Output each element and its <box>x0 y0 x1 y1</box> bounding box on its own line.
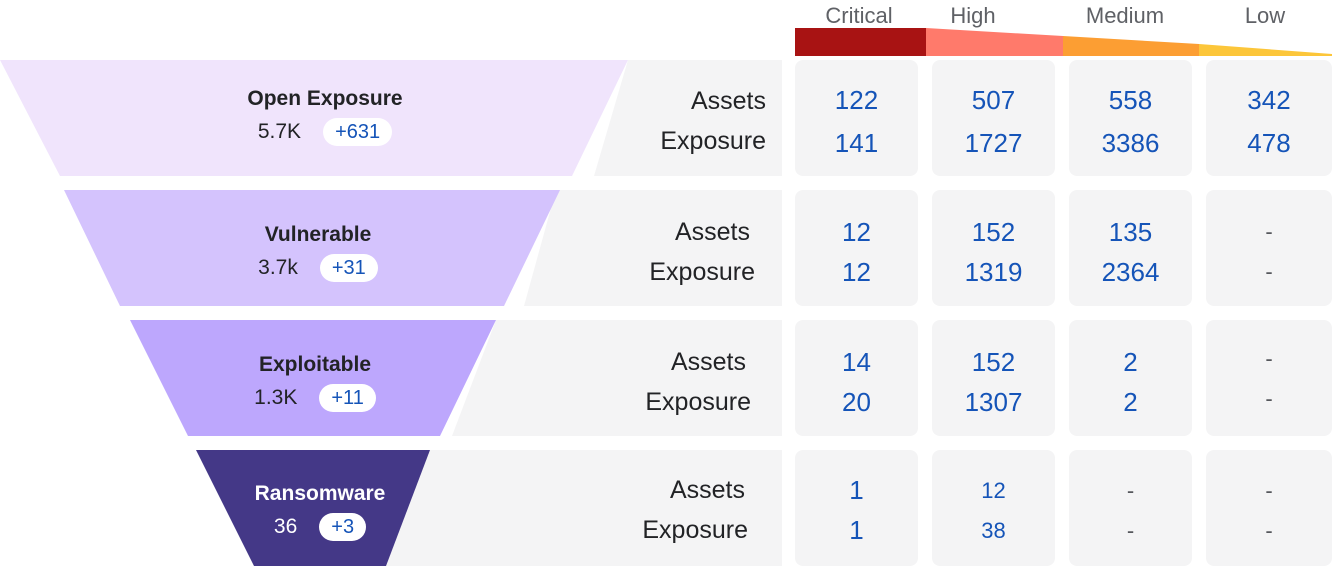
value-assets: 507 <box>971 85 1016 115</box>
metric-label-exposure: Exposure <box>660 127 766 155</box>
stage-title: Vulnerable <box>264 223 372 246</box>
stage-delta-badge: +631 <box>323 118 393 146</box>
cell-open-exposure-medium[interactable]: 558 3386 <box>1069 60 1192 176</box>
cell-exploitable-high[interactable]: 152 1307 <box>932 320 1055 436</box>
cell-exploitable-low[interactable]: - - <box>1206 320 1332 436</box>
cell-ransomware-low[interactable]: - - <box>1206 450 1332 566</box>
value-assets: 14 <box>842 347 871 377</box>
value-exposure: 141 <box>834 128 879 158</box>
value-assets: 12 <box>981 478 1006 503</box>
value-exposure: 2364 <box>1101 257 1160 287</box>
severity-segment-medium <box>1063 36 1199 56</box>
value-assets: 122 <box>834 85 879 115</box>
severity-segment-high <box>926 28 1063 56</box>
value-assets: 135 <box>1108 217 1153 247</box>
value-exposure: 12 <box>842 257 871 287</box>
severity-header-low: Low <box>1244 3 1286 28</box>
cell-vulnerable-medium[interactable]: 135 2364 <box>1069 190 1192 306</box>
cell-ransomware-critical[interactable]: 1 1 <box>795 450 918 566</box>
value-exposure: 1307 <box>964 387 1023 417</box>
value-assets: 2 <box>1123 347 1138 377</box>
stage-delta-badge: +11 <box>319 384 376 412</box>
metric-panel-exploitable <box>452 320 782 436</box>
stage-info-vulnerable: Vulnerable 3.7k +31 <box>218 222 418 282</box>
value-exposure: 2 <box>1123 387 1138 417</box>
severity-header-medium: Medium <box>1085 3 1165 28</box>
metric-panel-ransomware <box>384 450 782 566</box>
stage-info-open-exposure: Open Exposure 5.7K +631 <box>205 86 445 146</box>
stage-title: Exploitable <box>258 353 372 376</box>
value-exposure: - <box>1265 259 1273 284</box>
value-assets: 12 <box>842 217 871 247</box>
value-exposure: 20 <box>842 387 871 417</box>
value-exposure: 1727 <box>964 128 1023 158</box>
stage-info-exploitable: Exploitable 1.3K +11 <box>215 352 415 412</box>
cell-ransomware-medium[interactable]: - - <box>1069 450 1192 566</box>
value-exposure: - <box>1265 518 1273 543</box>
severity-header-high: High <box>950 3 996 28</box>
stage-title: Ransomware <box>254 482 386 505</box>
value-exposure: 478 <box>1247 128 1291 158</box>
value-exposure: 38 <box>981 518 1006 543</box>
stage-info-ransomware: Ransomware 36 +3 <box>220 481 420 541</box>
funnel-stage-open-exposure[interactable] <box>0 60 628 176</box>
cell-exploitable-critical[interactable]: 14 20 <box>795 320 918 436</box>
value-assets: - <box>1265 346 1273 371</box>
stage-delta-badge: +31 <box>319 254 378 282</box>
stage-total: 36 <box>273 515 298 538</box>
cell-open-exposure-high[interactable]: 507 1727 <box>932 60 1055 176</box>
metric-label-exposure: Exposure <box>642 516 748 544</box>
severity-segment-critical <box>795 28 926 56</box>
cell-vulnerable-critical[interactable]: 12 12 <box>795 190 918 306</box>
metric-label-assets: Assets <box>690 87 766 115</box>
value-assets: 152 <box>971 347 1016 377</box>
value-exposure: - <box>1126 518 1135 543</box>
funnel-stage-ransomware[interactable] <box>196 450 430 566</box>
metric-label-assets: Assets <box>670 348 746 376</box>
cell-open-exposure-low[interactable]: 342 478 <box>1206 60 1332 176</box>
metric-label-exposure: Exposure <box>649 258 755 286</box>
metric-label-exposure: Exposure <box>645 388 751 416</box>
stage-total: 5.7K <box>257 120 302 143</box>
cell-exploitable-medium[interactable]: 2 2 <box>1069 320 1192 436</box>
metric-panel-open-exposure <box>594 60 782 176</box>
severity-segment-low <box>1199 44 1332 56</box>
stage-total: 3.7k <box>258 256 298 279</box>
value-exposure: 3386 <box>1101 128 1160 158</box>
cell-open-exposure-critical[interactable]: 122 141 <box>795 60 918 176</box>
value-assets: - <box>1265 478 1273 503</box>
value-assets: 152 <box>971 217 1016 247</box>
stage-delta-badge: +3 <box>319 513 367 541</box>
stage-title: Open Exposure <box>247 87 403 110</box>
value-exposure: 1319 <box>964 257 1023 287</box>
value-assets: 342 <box>1247 85 1291 115</box>
value-exposure: - <box>1265 386 1273 411</box>
cell-vulnerable-high[interactable]: 152 1319 <box>932 190 1055 306</box>
stage-total: 1.3K <box>254 386 298 409</box>
severity-header-critical: Critical <box>825 3 893 28</box>
cell-ransomware-high[interactable]: 12 38 <box>932 450 1055 566</box>
metric-label-assets: Assets <box>674 218 750 246</box>
value-assets: - <box>1126 478 1135 503</box>
cell-vulnerable-low[interactable]: - - <box>1206 190 1332 306</box>
funnel-stage-vulnerable[interactable] <box>64 190 560 306</box>
value-assets: 1 <box>849 475 864 505</box>
severity-scale-bar <box>795 28 1332 56</box>
value-assets: - <box>1265 219 1273 244</box>
metric-panel-vulnerable <box>524 190 782 306</box>
metric-label-assets: Assets <box>669 476 745 504</box>
value-exposure: 1 <box>849 515 864 545</box>
funnel-stage-exploitable[interactable] <box>130 320 496 436</box>
value-assets: 558 <box>1108 85 1153 115</box>
